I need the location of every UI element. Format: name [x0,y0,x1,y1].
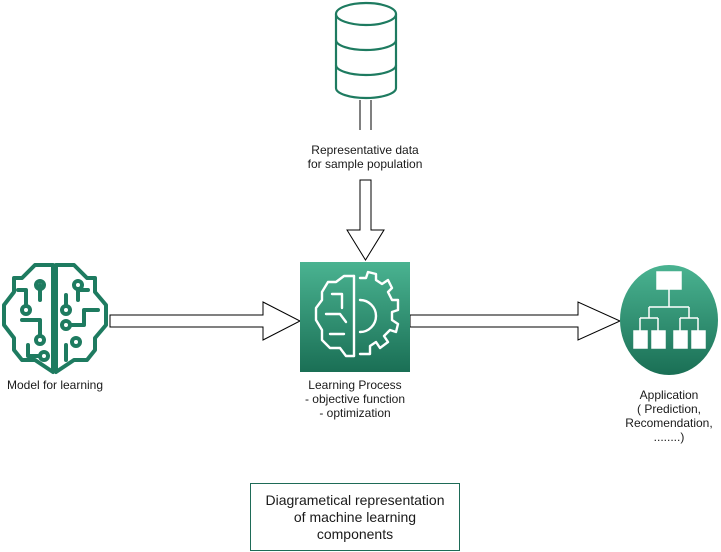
arrow-data-to-process[interactable] [346,179,385,261]
brain-circuit-icon[interactable] [2,263,108,374]
application-label-line: ........) [653,430,685,444]
model-node-label: Model for learning [6,378,104,392]
diagram-caption: Diagrametical representation of machine … [250,483,460,551]
data-node-label: Representative data for sample populatio… [290,143,440,171]
arrow-model-to-process[interactable] [109,301,302,341]
application-label-line: ( Prediction, [636,402,702,416]
caption-line: Diagrametical representation [265,491,445,508]
data-label-line: Representative data [311,143,419,157]
process-label-line: - objective function [304,392,406,406]
brain-gear-icon [314,270,400,358]
database-icon[interactable] [334,1,398,100]
arrow-process-to-application[interactable] [409,301,622,341]
caption-line: of machine learning [293,508,417,525]
data-label-line: for sample population [307,157,423,171]
application-label-line: Recomendation, [625,416,713,430]
hierarchy-icon [633,271,706,349]
application-node-label: Application ( Prediction, Recomendation,… [619,388,719,444]
process-label-line: Learning Process [308,378,402,392]
process-node-label: Learning Process - objective function - … [280,378,430,420]
application-label-line: Application [639,388,699,402]
caption-line: components [316,525,394,542]
database-connector [359,100,372,130]
process-label-line: - optimization [319,406,391,420]
